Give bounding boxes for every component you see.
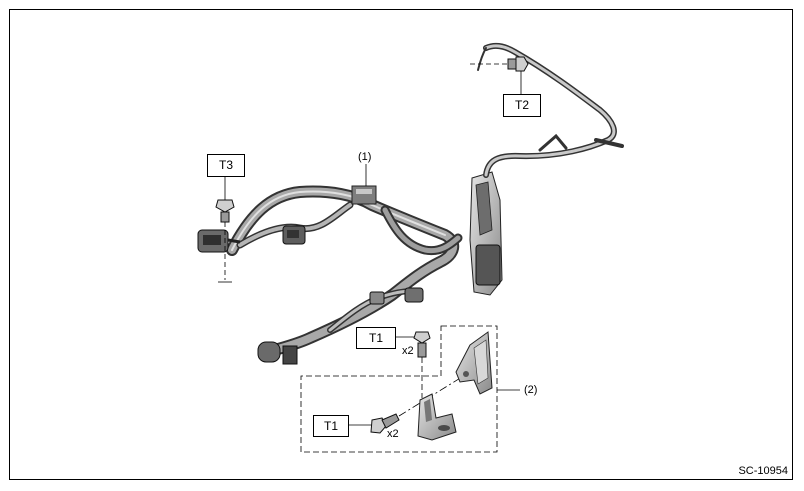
t1-upper-torque-label: T1: [356, 327, 396, 349]
t3-bolt: [215, 176, 235, 283]
junction-block: [351, 185, 377, 205]
part-2-outline: [300, 325, 498, 453]
part-2-callout: (2): [524, 384, 538, 396]
figure-code: SC-10954: [738, 465, 788, 477]
lower-center-connector: [369, 287, 424, 305]
t1-lower-torque-label: T1: [313, 415, 349, 437]
upper-quantity-label: x2: [402, 345, 414, 357]
upper-cable: [477, 42, 624, 178]
t1-upper-bolt: [396, 331, 431, 398]
upper-bracket: [455, 331, 493, 395]
lower-left-connector: [257, 341, 298, 365]
part-1-callout: (1): [358, 151, 372, 163]
lower-quantity-label: x2: [387, 428, 399, 440]
center-left-connector: [282, 225, 306, 245]
t1-lower-bolt: [348, 371, 471, 434]
t2-torque-label: T2: [503, 94, 541, 117]
right-mount-bracket: [469, 171, 503, 296]
diagram-frame: [9, 9, 793, 480]
left-connector: [197, 229, 241, 253]
main-harness: [226, 185, 463, 358]
t3-torque-label: T3: [207, 154, 245, 177]
lower-bracket: [417, 393, 457, 441]
t2-bolt: [470, 56, 529, 94]
